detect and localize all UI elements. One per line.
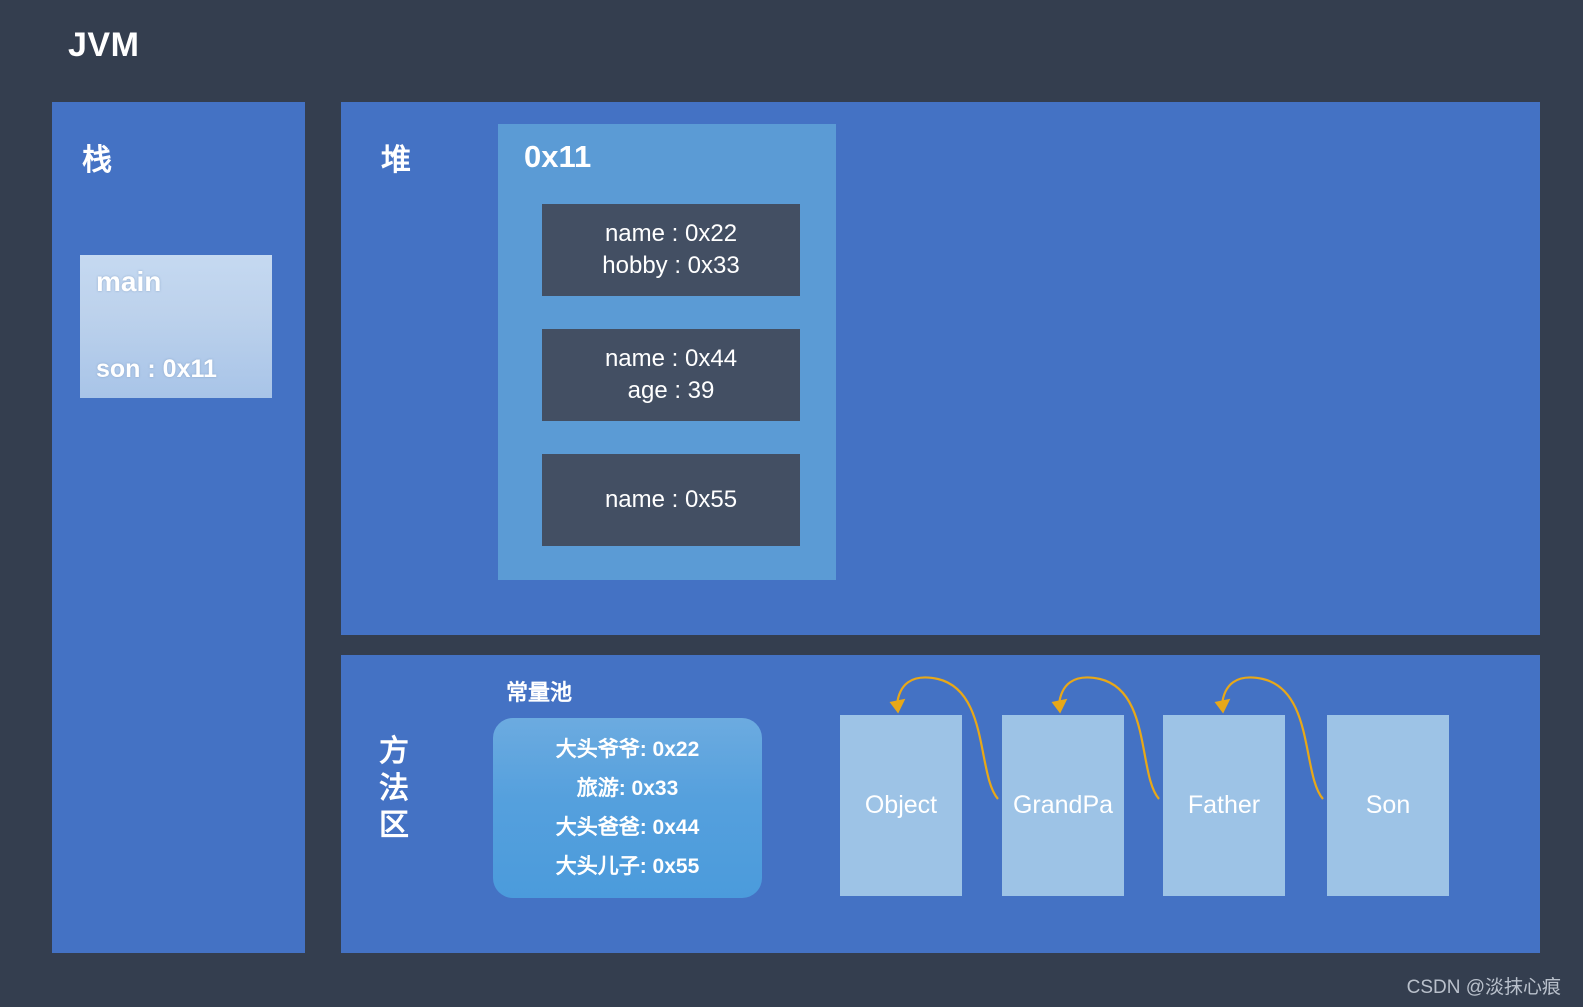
method-area-panel: 方法区 常量池 大头爷爷: 0x22 旅游: 0x33 大头爸爸: 0x44 大…	[341, 655, 1540, 953]
heap-field-line: age : 39	[627, 377, 715, 404]
class-box-son: Son	[1327, 715, 1449, 896]
heap-field-line: name : 0x55	[604, 486, 738, 513]
stack-frame-title: main	[96, 266, 162, 297]
constant-pool-entry: 旅游: 0x33	[576, 777, 679, 800]
heap-panel: 堆 0x11 name : 0x22 hobby : 0x33 name : 0…	[341, 102, 1540, 635]
constant-pool-entry: 大头儿子: 0x55	[555, 855, 700, 878]
class-box-grandpa: GrandPa	[1002, 715, 1124, 896]
heap-object-address: 0x11	[524, 139, 592, 174]
stack-frame-variable: son : 0x11	[96, 355, 217, 383]
stack-frame-main: main son : 0x11	[80, 255, 272, 398]
heap-field-box: name : 0x44 age : 39	[542, 329, 800, 421]
class-box-father: Father	[1163, 715, 1285, 896]
heap-object-0x11: 0x11 name : 0x22 hobby : 0x33 name : 0x4…	[498, 124, 836, 580]
watermark: CSDN @淡抹心痕	[1406, 977, 1561, 998]
stack-label: 栈	[82, 144, 112, 177]
constant-pool-label: 常量池	[506, 680, 573, 705]
constant-pool-entry: 大头爸爸: 0x44	[555, 816, 700, 839]
heap-field-box: name : 0x22 hobby : 0x33	[542, 204, 800, 296]
heap-field-line: name : 0x22	[604, 220, 738, 247]
stack-panel: 栈 main son : 0x11	[52, 102, 305, 953]
class-box-object: Object	[840, 715, 962, 896]
heap-field-line: name : 0x44	[604, 345, 738, 372]
method-area-label: 方法区	[379, 735, 409, 842]
constant-pool-entry: 大头爷爷: 0x22	[555, 738, 700, 761]
heap-field-box: name : 0x55	[542, 454, 800, 546]
heap-label: 堆	[381, 144, 411, 177]
page-title: JVM	[68, 26, 140, 64]
heap-field-line: hobby : 0x33	[602, 252, 740, 279]
constant-pool-box: 大头爷爷: 0x22 旅游: 0x33 大头爸爸: 0x44 大头儿子: 0x5…	[493, 718, 762, 898]
